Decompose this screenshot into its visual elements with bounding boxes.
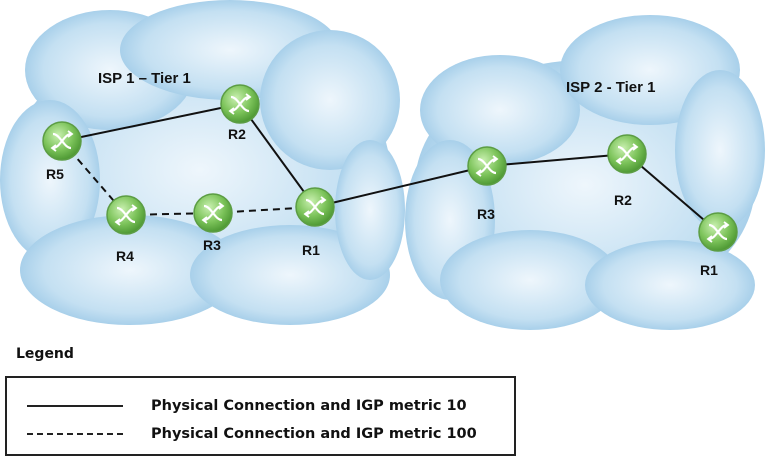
legend-solid: Physical Connection and IGP metric 10 (7, 398, 467, 414)
legend-title: Legend (16, 346, 74, 362)
legend: Physical Connection and IGP metric 10 Ph… (5, 376, 516, 456)
link-isp1-r1-isp2-r3 (314, 165, 488, 208)
router-label: R3 (203, 237, 221, 253)
router-label: R1 (700, 262, 718, 278)
router-icon[interactable] (42, 121, 82, 161)
router-icon[interactable] (607, 134, 647, 174)
link-isp1-r5-r2 (61, 103, 241, 142)
router-label: R2 (614, 192, 632, 208)
router-icon[interactable] (193, 193, 233, 233)
isp2-title: ISP 2 - Tier 1 (566, 79, 656, 96)
dashed-line-sample (27, 433, 123, 435)
isp1-title: ISP 1 – Tier 1 (98, 70, 191, 87)
router-label: R1 (302, 242, 320, 258)
router-label: R2 (228, 126, 246, 142)
link-isp1-r2-r1 (239, 103, 316, 208)
isp1-cloud (0, 0, 405, 325)
legend-dashed-label: Physical Connection and IGP metric 100 (151, 426, 477, 442)
router-label: R3 (477, 206, 495, 222)
router-label: R4 (116, 248, 134, 264)
router-icon[interactable] (106, 195, 146, 235)
router-icon[interactable] (220, 84, 260, 124)
router-labels: R5 R2 R4 R3 R1 R3 R2 R1 (46, 126, 718, 278)
router-label: R5 (46, 166, 64, 182)
solid-line-sample (27, 405, 123, 407)
legend-dashed: Physical Connection and IGP metric 100 (7, 426, 477, 442)
isp2-cloud (405, 15, 765, 330)
router-icon[interactable] (295, 187, 335, 227)
router-icon[interactable] (467, 146, 507, 186)
link-isp2-r2-r1 (626, 153, 719, 233)
legend-solid-label: Physical Connection and IGP metric 10 (151, 398, 467, 414)
router-icon[interactable] (698, 212, 738, 252)
link-isp2-r3-r2 (486, 153, 628, 167)
